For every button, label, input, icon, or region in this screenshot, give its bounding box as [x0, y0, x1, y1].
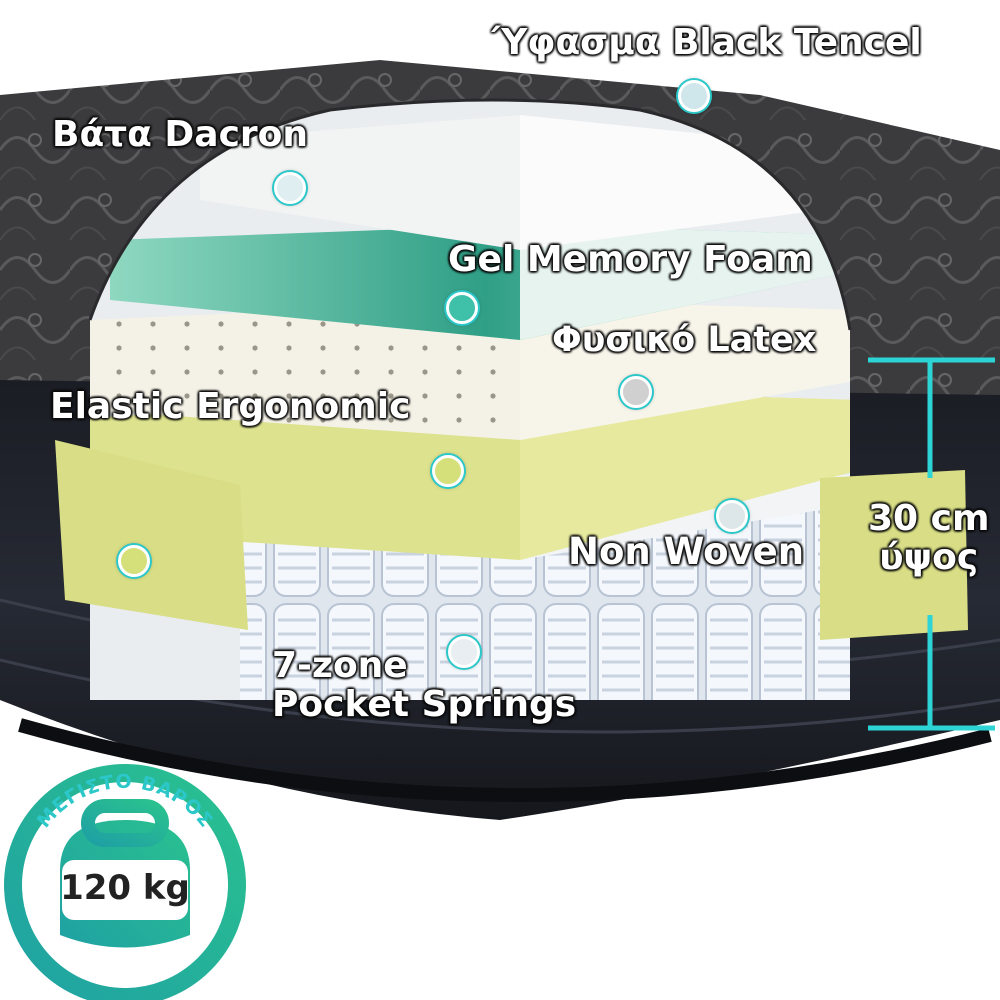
badge-weight-value: 120 kg — [60, 868, 190, 908]
label-pocket-springs-line2: Pocket Springs — [272, 683, 577, 725]
label-height-value: 30 cm — [868, 498, 990, 539]
marker-dot-elastic — [432, 455, 464, 487]
marker-dot-side-foam — [118, 545, 150, 577]
label-pocket-springs-line1: 7-zone — [272, 645, 408, 686]
marker-dot-dacron — [274, 172, 306, 204]
label-natural-latex: Φυσικό Latex — [552, 320, 817, 360]
marker-dot-springs — [448, 636, 480, 668]
marker-dot-latex — [620, 376, 652, 408]
label-non-woven: Non Woven — [568, 530, 805, 573]
label-dacron-wadding: Βάτα Dacron — [52, 114, 309, 155]
marker-dot-nonwoven — [716, 500, 748, 532]
label-height-caption: ύψος — [879, 536, 979, 578]
marker-dot-tencel — [678, 80, 710, 112]
height-dimension-bar — [868, 357, 995, 731]
weight-badge: ΜΕΓΙΣΤΟ ΒΑΡΟΣ — [4, 764, 246, 1000]
label-elastic-ergonomic: Elastic Ergonomic — [50, 386, 411, 427]
marker-dot-gel — [446, 292, 478, 324]
label-black-tencel-fabric: Ύφασμα Black Tencel — [492, 22, 922, 63]
label-height: 30 cm ύψος — [868, 498, 990, 578]
label-gel-memory-foam: Gel Memory Foam — [448, 239, 813, 280]
label-pocket-springs: 7-zone Pocket Springs — [272, 645, 577, 725]
